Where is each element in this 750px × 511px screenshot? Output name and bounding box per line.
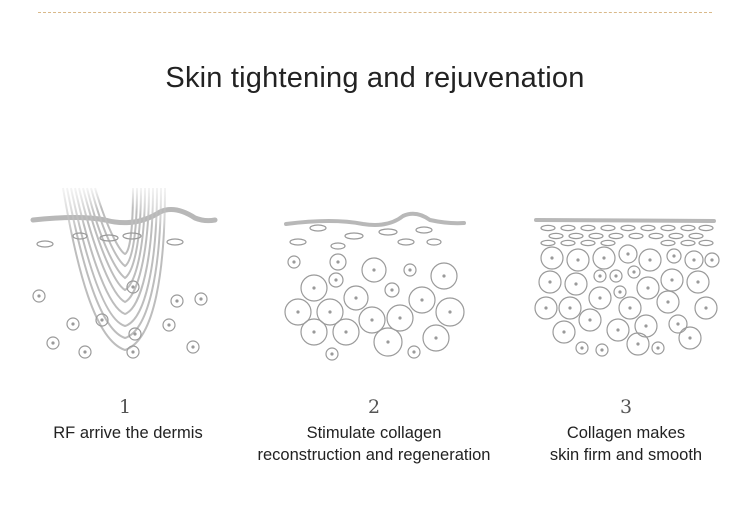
dermis-cells bbox=[32, 232, 208, 359]
collagen-stimulation-illustration bbox=[284, 211, 466, 361]
skin-surface-line bbox=[534, 218, 716, 223]
rf-dermis-illustration bbox=[30, 187, 218, 359]
step-2-number: 2 bbox=[367, 396, 381, 418]
step-3-number: 3 bbox=[619, 396, 633, 418]
rf-energy-beams bbox=[62, 187, 166, 352]
step-1-caption: RF arrive the dermis bbox=[53, 424, 203, 442]
step-1-number: 1 bbox=[118, 396, 132, 418]
skin-surface-line bbox=[284, 211, 466, 227]
skin-surface-line bbox=[30, 207, 218, 226]
firm-skin-illustration bbox=[534, 218, 720, 357]
page-title: Skin tightening and rejuvenation bbox=[165, 62, 585, 94]
step-2-caption: Stimulate collagen reconstruction and re… bbox=[257, 424, 491, 464]
collagen-cells bbox=[284, 224, 465, 361]
top-dashed-divider bbox=[38, 12, 712, 13]
step-3-caption: Collagen makes skin firm and smooth bbox=[549, 424, 703, 464]
dense-collagen-cells bbox=[534, 224, 720, 357]
